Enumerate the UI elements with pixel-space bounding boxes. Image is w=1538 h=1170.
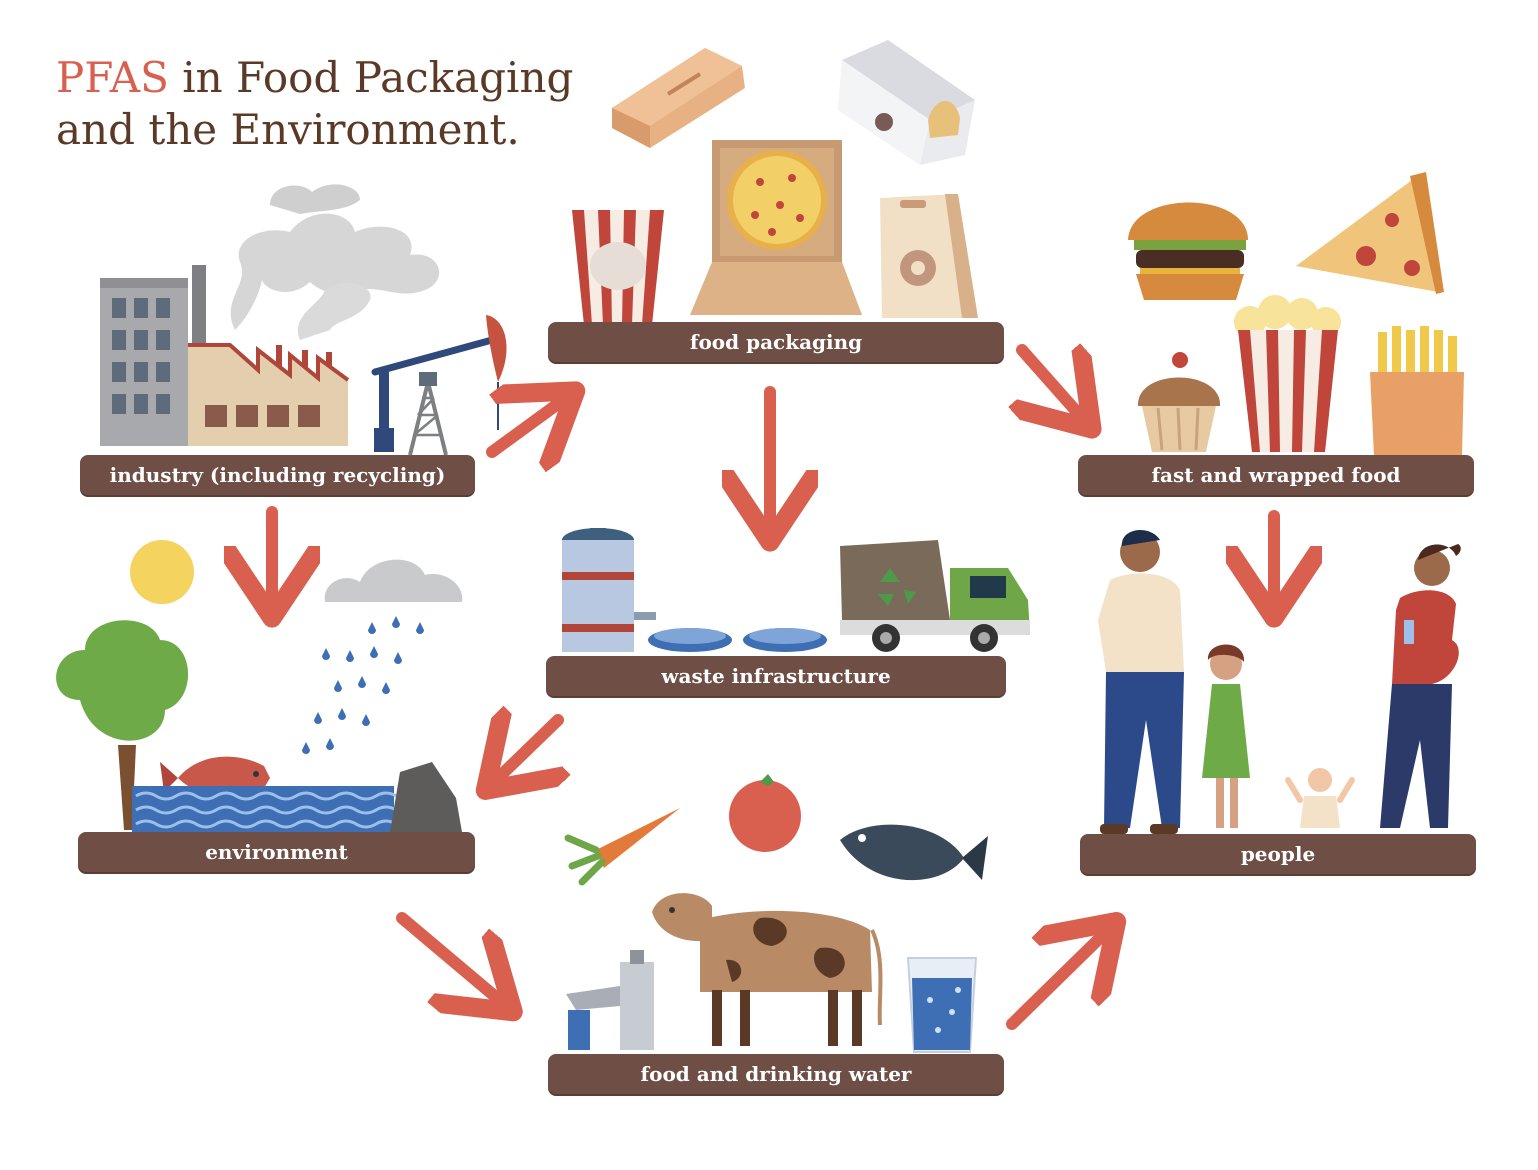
fish-icon	[840, 824, 988, 881]
title-line1: in Food Packaging	[168, 53, 574, 102]
node-fast-and-wrapped-food: fast and wrapped food	[1078, 455, 1474, 495]
pregnant-woman-icon	[1380, 544, 1461, 828]
arrow-foodwater-to-people	[1006, 930, 1108, 1030]
arrow-packaging-to-fastfood	[1022, 350, 1084, 420]
node-environment: environment	[78, 832, 475, 872]
diagram-title: PFAS in Food Packaging and the Environme…	[56, 52, 573, 156]
paper-bag-icon	[880, 194, 978, 318]
node-industry: industry (including recycling)	[80, 455, 475, 495]
water-tank-icon	[562, 528, 656, 652]
popcorn-box-icon	[572, 210, 664, 325]
factory-icon	[100, 265, 350, 446]
arrow-environment-to-foodwater	[396, 912, 504, 1004]
treatment-basin-icon	[648, 628, 827, 652]
baby-icon	[1285, 768, 1355, 828]
popcorn-icon	[1234, 295, 1341, 452]
burger-icon	[1128, 202, 1248, 300]
takeout-box-icon	[612, 48, 745, 148]
title-line2: and the Environment.	[56, 105, 520, 154]
man-icon	[1098, 529, 1184, 834]
smoke-icon	[230, 184, 440, 340]
arrow-industry-to-packaging	[486, 398, 566, 452]
node-people: people	[1080, 834, 1476, 874]
node-food-and-drinking-water: food and drinking water	[548, 1054, 1004, 1094]
cow-icon	[652, 893, 883, 1046]
rain-cloud-icon	[302, 559, 463, 754]
title-accent: PFAS	[56, 53, 169, 102]
cupcake-icon	[1137, 352, 1221, 452]
node-food-packaging: food packaging	[548, 322, 1004, 362]
water-glass-icon	[906, 957, 978, 1053]
garbage-truck-icon	[840, 540, 1030, 652]
sun-icon	[130, 540, 194, 604]
water-icon	[132, 786, 397, 832]
pizza-box-icon	[690, 140, 862, 315]
arrow-waste-to-environment	[494, 720, 558, 782]
tree-icon	[56, 620, 189, 830]
rock-icon	[390, 762, 462, 832]
faucet-icon	[566, 950, 654, 1050]
pizza-slice-icon	[1296, 172, 1444, 294]
tomato-icon	[729, 774, 801, 852]
carrot-icon	[564, 808, 680, 886]
fries-icon	[1370, 326, 1464, 456]
oil-pump-icon	[371, 315, 507, 456]
girl-icon	[1202, 644, 1250, 828]
node-waste-infrastructure: waste infrastructure	[546, 656, 1006, 696]
egg-carton-icon	[838, 40, 975, 165]
